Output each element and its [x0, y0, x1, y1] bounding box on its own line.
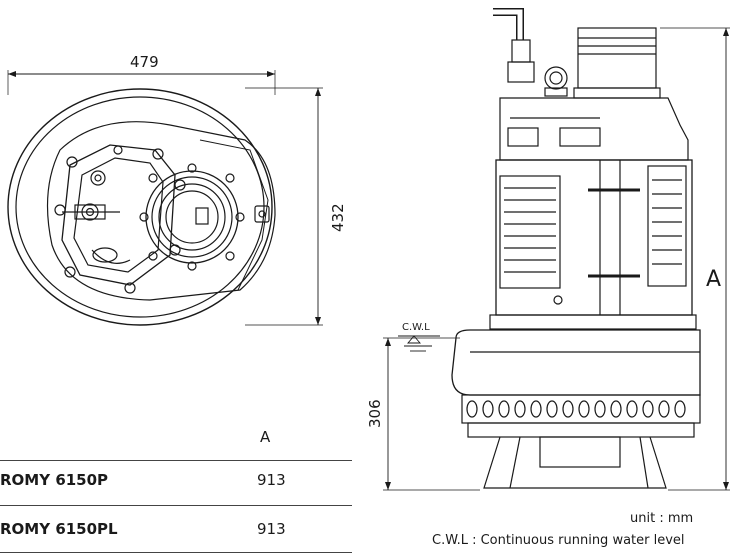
side-view: [383, 8, 730, 491]
table-row-value: 913: [257, 520, 286, 538]
table-divider: [0, 552, 352, 553]
table-row-value: 913: [257, 471, 286, 489]
height-a-label: A: [706, 267, 721, 292]
top-view: [7, 70, 323, 326]
cwl-label: C.W.L: [402, 322, 430, 333]
unit-note: unit : mm: [630, 511, 694, 526]
cwl-note: C.W.L : Continuous running water level: [432, 533, 685, 548]
depth-dimension-label: 432: [329, 203, 347, 232]
table-divider: [0, 505, 352, 506]
width-dimension-label: 479: [130, 53, 159, 71]
table-divider: [0, 460, 352, 461]
table-row-model: ROMY 6150P: [0, 471, 109, 489]
column-header-a: A: [260, 428, 271, 446]
table-row-model: ROMY 6150PL: [0, 520, 118, 538]
inlet-height-label: 306: [366, 399, 384, 428]
